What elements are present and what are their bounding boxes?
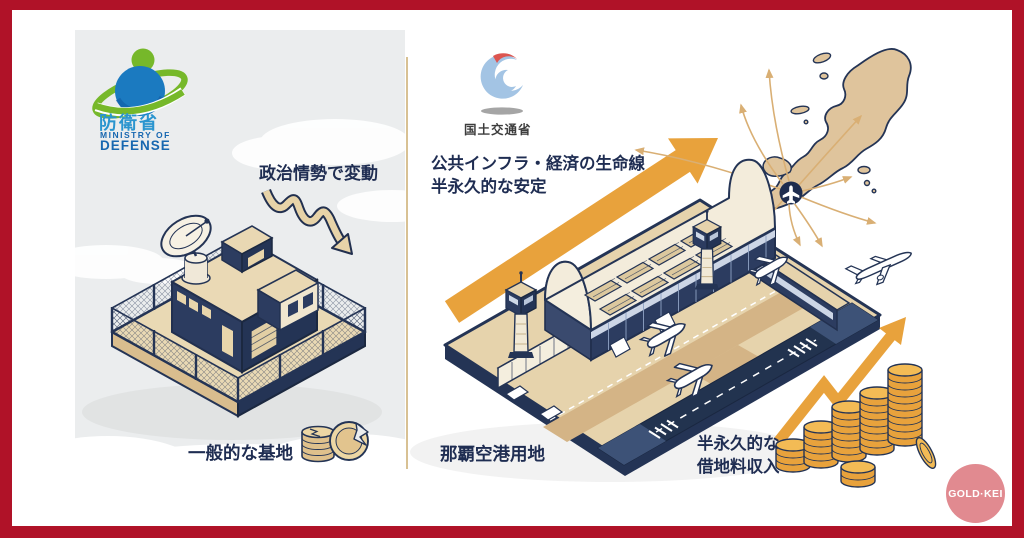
airport-caption: 那覇空港用地 [440, 444, 545, 464]
mod-logo-title: 防衛省 [99, 113, 159, 133]
income-note-line2: 借地料収入 [697, 458, 780, 476]
mlit-logo-icon [480, 53, 523, 115]
declining-wavy-arrow-icon [261, 188, 353, 255]
coin-stacks-growth-icon [773, 317, 937, 488]
ministry-of-defense-logo-icon [92, 48, 188, 119]
airport-location-marker-icon [779, 181, 803, 205]
route-arrows [634, 68, 877, 248]
rising-orange-arrow-icon [444, 138, 718, 323]
defense-annotation: 政治情勢で変動 [259, 164, 378, 183]
growth-arrowhead [879, 317, 906, 345]
defense-caption: 一般的な基地 [188, 443, 293, 463]
panel-divider [406, 57, 408, 469]
lifeline-annotation-line1: 公共インフラ・経済の生命線 [431, 155, 646, 173]
cracked-coins-icon [301, 421, 369, 463]
flying-airplane-icon [844, 251, 912, 286]
lifeline-annotation-line2: 半永久的な安定 [431, 178, 547, 196]
satellite-dish-icon [160, 214, 212, 285]
naha-airport-illustration [410, 158, 882, 482]
goldkei-watermark: GOLD·KEI [946, 464, 1005, 523]
goldkei-watermark-text: GOLD·KEI [948, 487, 1003, 500]
coin-stacks [775, 363, 937, 488]
base-main-building [160, 214, 320, 374]
runway [597, 302, 879, 466]
okinawa-map [634, 48, 912, 248]
mlit-logo-title: 国土交通省 [464, 123, 532, 137]
income-note-line1: 半永久的な [697, 435, 780, 453]
mod-logo-subtitle-2: DEFENSE [100, 138, 171, 153]
mod-logo-subtitle-1: MINISTRY OF [100, 130, 171, 140]
military-base-illustration [82, 214, 382, 440]
